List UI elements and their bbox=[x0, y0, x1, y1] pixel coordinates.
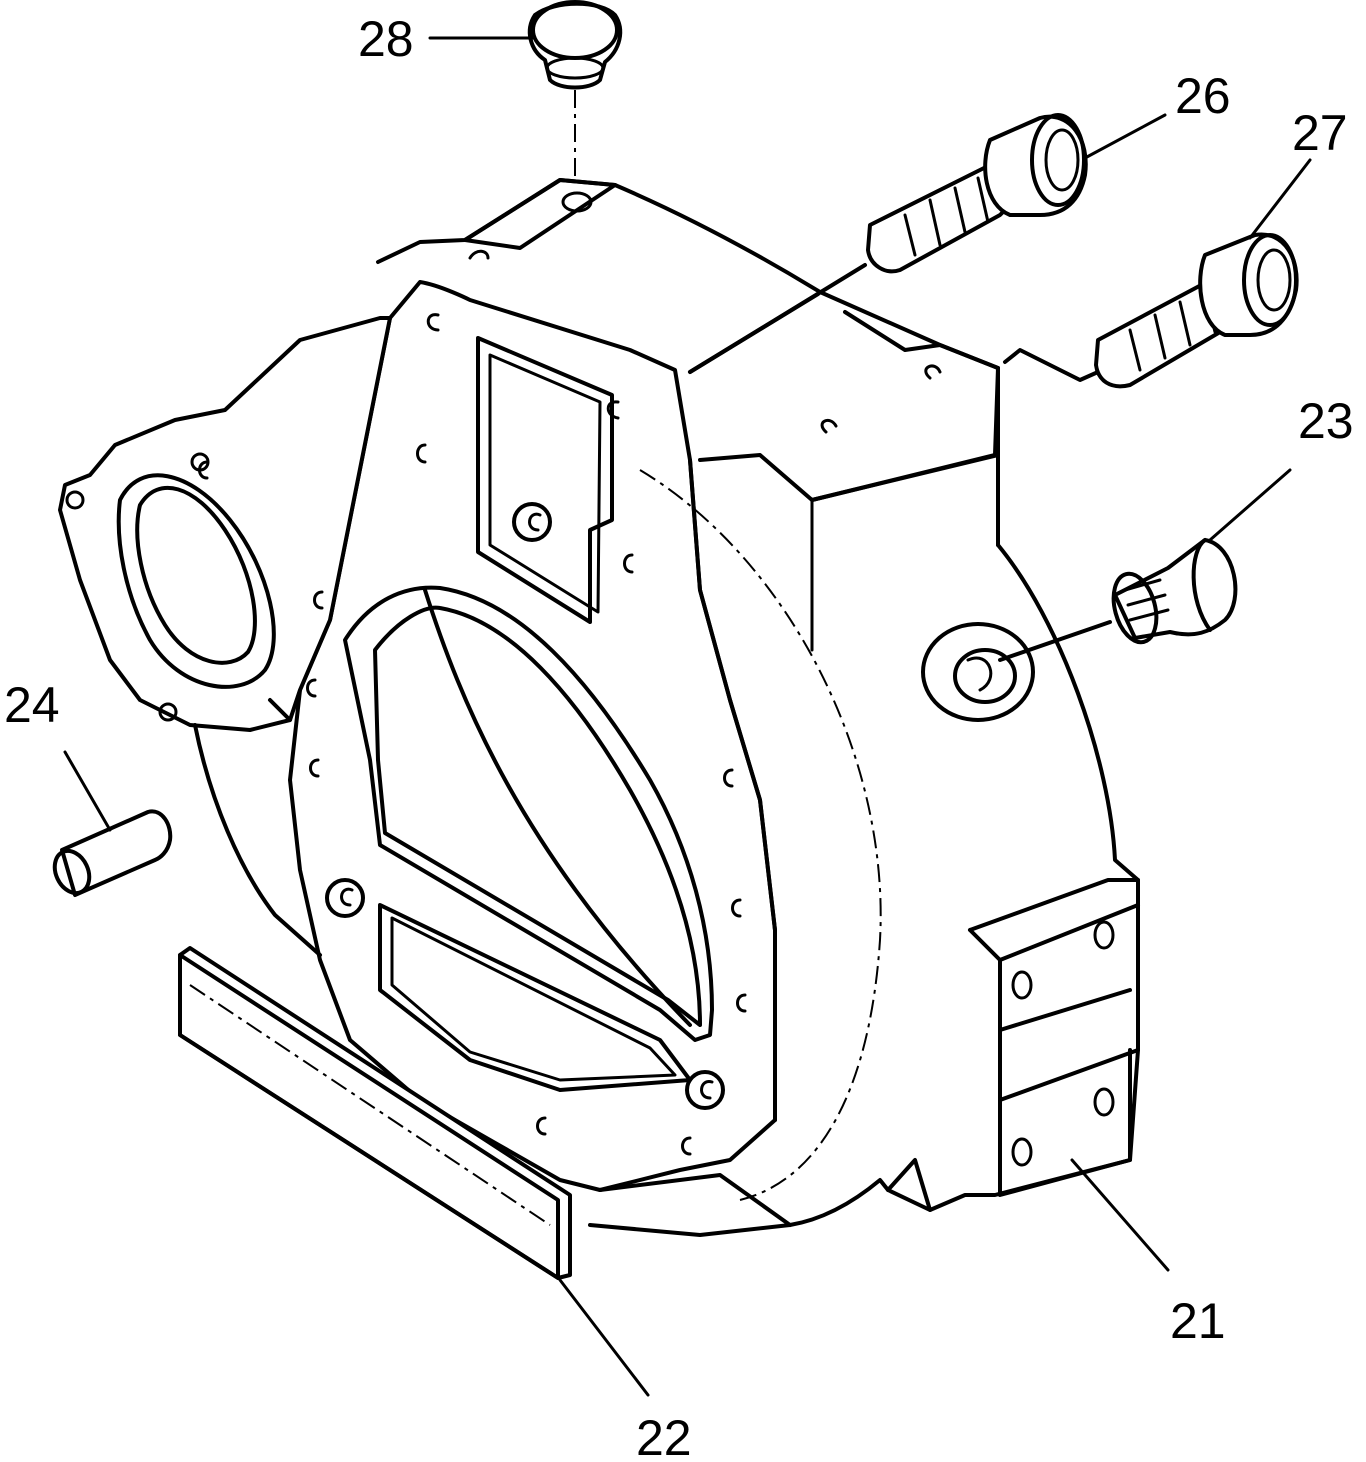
flywheel-housing bbox=[58, 178, 1140, 1237]
leader-lines bbox=[63, 36, 1312, 1397]
label-28: 28 bbox=[358, 11, 414, 67]
label-22: 22 bbox=[636, 1410, 692, 1462]
label-21: 21 bbox=[1170, 1293, 1226, 1349]
part-27-bolt bbox=[1003, 232, 1299, 389]
label-23: 23 bbox=[1298, 393, 1354, 449]
part-23-plug bbox=[998, 538, 1238, 662]
part-22-strip bbox=[178, 946, 572, 1280]
part-24-pin bbox=[52, 809, 173, 897]
label-26: 26 bbox=[1175, 68, 1231, 124]
face-bolt-holes bbox=[198, 313, 747, 1156]
part-26-bolt bbox=[688, 113, 1088, 374]
label-24: 24 bbox=[4, 677, 60, 733]
label-27: 27 bbox=[1292, 105, 1348, 161]
part-28-cap bbox=[527, 0, 623, 180]
